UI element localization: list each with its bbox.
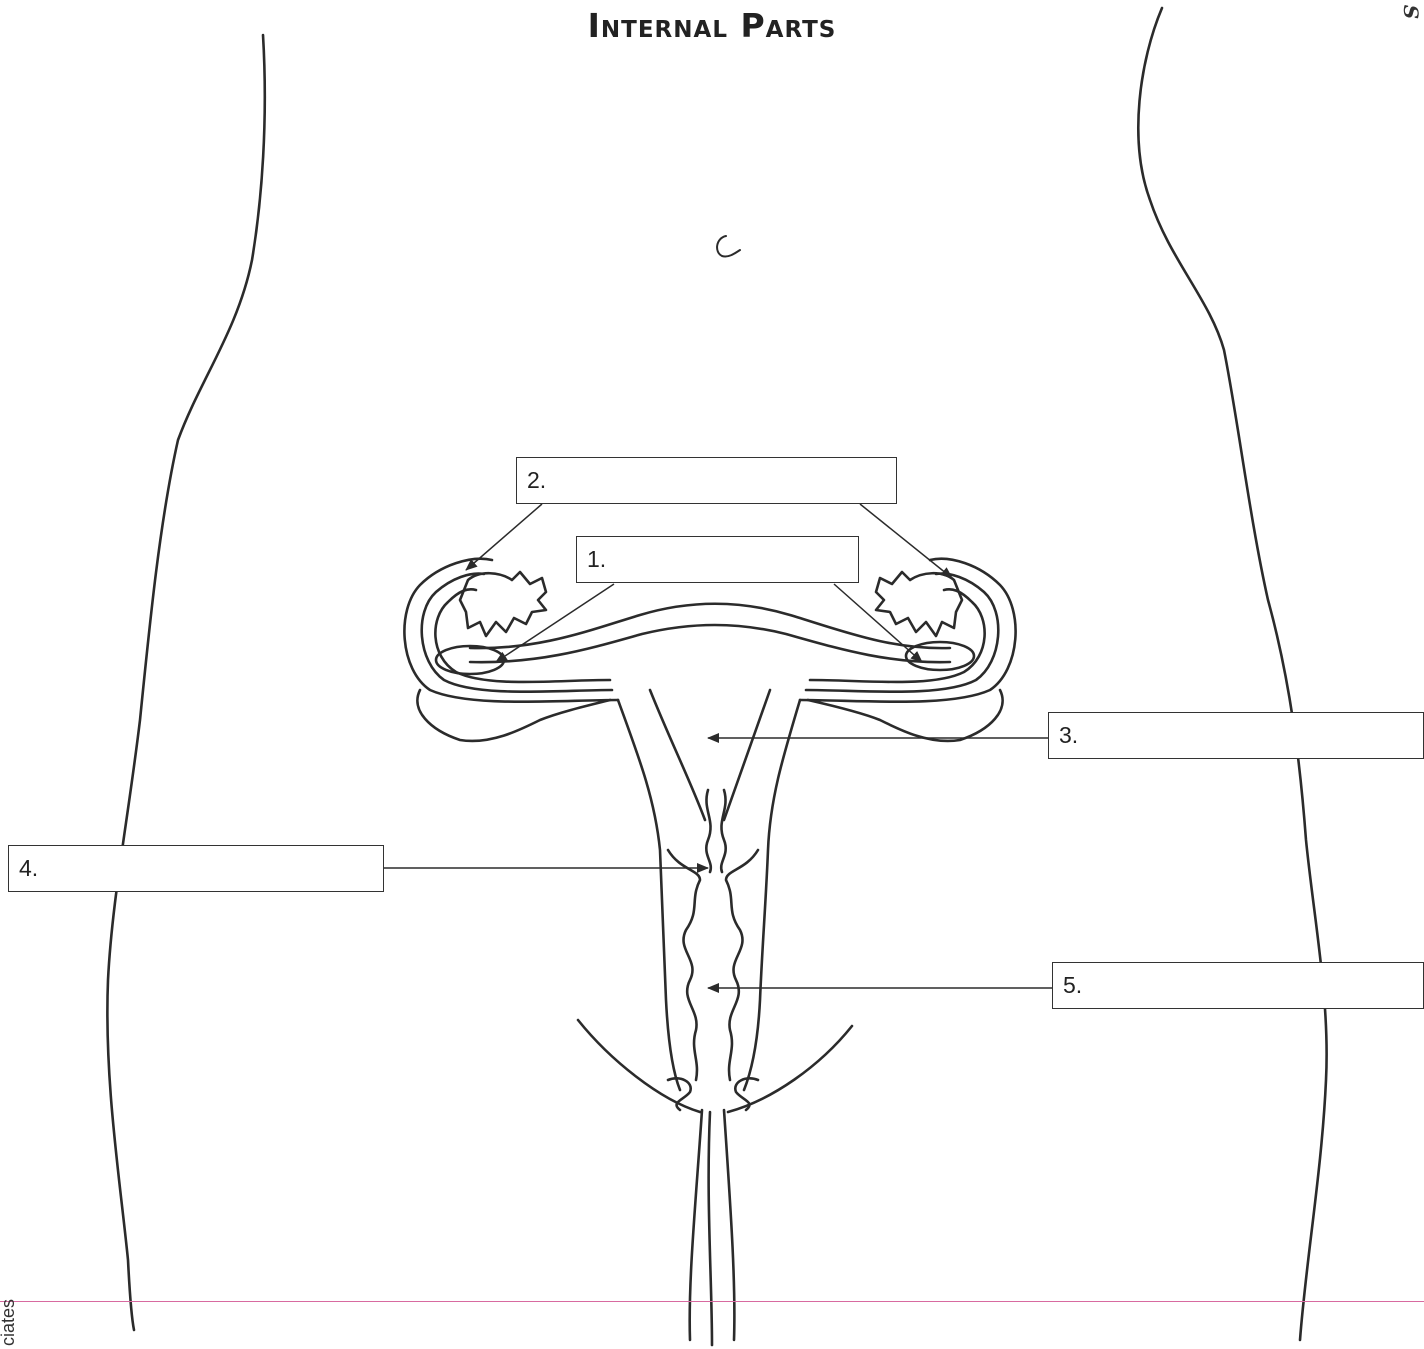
body-outline-right [1138,8,1326,1340]
fimbriae-right [876,572,962,636]
leader-2-right [860,504,952,578]
body-outline-left [107,35,264,1330]
label-box-4[interactable]: 4. [8,845,384,892]
margin-text: ciates [0,1299,19,1346]
label-number-4: 4. [19,855,38,882]
ovary-left [436,646,504,674]
uterus-wall-right [744,700,800,1090]
guide-line [0,1301,1424,1302]
label-box-5[interactable]: 5. [1052,962,1424,1009]
label-number-3: 3. [1059,722,1078,749]
leader-1-left [496,584,614,662]
vaginal-wall-right [726,850,758,1080]
uterus-wall-left [618,700,680,1090]
label-box-3[interactable]: 3. [1048,712,1424,759]
label-number-1: 1. [587,546,606,573]
leader-2-left [466,504,542,570]
navel [717,236,740,257]
fimbriae-left [460,572,546,636]
cervical-canal [706,790,711,872]
label-number-2: 2. [527,467,546,494]
label-box-2[interactable]: 2. [516,457,897,504]
label-box-1[interactable]: 1. [576,536,859,583]
label-number-5: 5. [1063,972,1082,999]
vaginal-wall-left [668,850,700,1080]
